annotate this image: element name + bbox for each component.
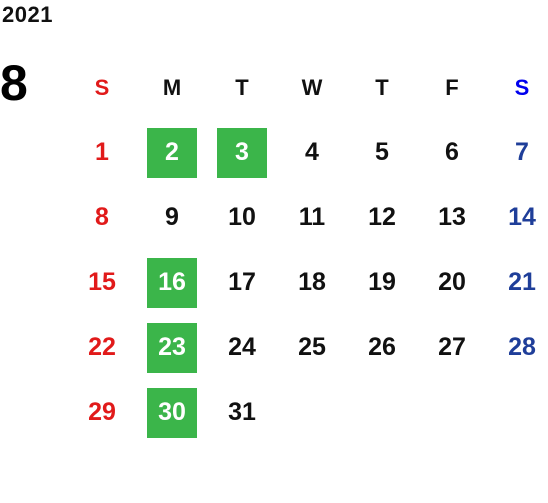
day-cell[interactable]: 29: [67, 380, 137, 445]
day-cell[interactable]: 14: [487, 185, 548, 250]
month-number: 8: [0, 55, 28, 111]
week-row: 22 23 24 25 26 27 28: [67, 315, 548, 380]
day-number: 22: [88, 333, 116, 361]
day-cell-highlighted[interactable]: 23: [137, 315, 207, 380]
day-cell[interactable]: 5: [347, 120, 417, 185]
week-row: 29 30 31: [67, 380, 548, 445]
day-number: 13: [438, 203, 466, 231]
day-number: 26: [368, 333, 396, 361]
day-cell[interactable]: 19: [347, 250, 417, 315]
day-cell[interactable]: 13: [417, 185, 487, 250]
day-cell[interactable]: 11: [277, 185, 347, 250]
day-cell-highlighted[interactable]: 3: [207, 120, 277, 185]
week-row: 15 16 17 18 19 20 21: [67, 250, 548, 315]
day-cell[interactable]: 17: [207, 250, 277, 315]
week-row: 8 9 10 11 12 13 14: [67, 185, 548, 250]
day-number: 18: [298, 268, 326, 296]
day-cell[interactable]: 25: [277, 315, 347, 380]
weekday-header-monday: M: [162, 74, 182, 100]
day-number: 1: [95, 138, 109, 166]
day-cell[interactable]: 27: [417, 315, 487, 380]
day-cell[interactable]: 31: [207, 380, 277, 445]
day-cell[interactable]: 7: [487, 120, 548, 185]
day-number: 12: [368, 203, 396, 231]
day-cell[interactable]: 15: [67, 250, 137, 315]
day-number: 25: [298, 333, 326, 361]
day-number: 10: [228, 203, 256, 231]
day-number: 20: [438, 268, 466, 296]
day-number: 31: [228, 398, 256, 426]
weekday-header-friday: F: [445, 74, 459, 100]
day-number: 15: [88, 268, 116, 296]
day-number: 19: [368, 268, 396, 296]
day-number: 7: [515, 138, 529, 166]
day-cell[interactable]: 1: [67, 120, 137, 185]
day-cell[interactable]: 21: [487, 250, 548, 315]
weekday-header-sunday: S: [94, 74, 110, 100]
day-cell[interactable]: 28: [487, 315, 548, 380]
day-number: 16: [147, 257, 197, 308]
day-cell[interactable]: 26: [347, 315, 417, 380]
day-cell-highlighted[interactable]: 2: [137, 120, 207, 185]
day-cell-highlighted[interactable]: 30: [137, 380, 207, 445]
day-number: [287, 388, 337, 438]
day-number: 30: [147, 387, 197, 438]
day-cell-highlighted[interactable]: 16: [137, 250, 207, 315]
day-number: 9: [165, 203, 179, 231]
day-number: 29: [88, 398, 116, 426]
day-number: 3: [217, 127, 267, 178]
day-number: [427, 388, 477, 438]
day-cell[interactable]: 18: [277, 250, 347, 315]
day-cell[interactable]: 22: [67, 315, 137, 380]
day-number: 11: [298, 203, 326, 231]
day-cell[interactable]: 12: [347, 185, 417, 250]
year-label: 2021: [2, 2, 53, 27]
day-cell-empty: [487, 380, 548, 445]
weekday-header-thursday: T: [375, 74, 389, 100]
day-cell[interactable]: 9: [137, 185, 207, 250]
day-cell-empty: [277, 380, 347, 445]
weekday-header-tuesday: T: [235, 74, 249, 100]
day-cell[interactable]: 4: [277, 120, 347, 185]
day-cell[interactable]: 24: [207, 315, 277, 380]
weekday-header-row: S M T W T F S: [67, 55, 548, 120]
day-number: 2: [147, 127, 197, 178]
day-cell-empty: [347, 380, 417, 445]
day-number: [497, 388, 547, 438]
day-number: 14: [508, 203, 536, 231]
day-number: 21: [508, 268, 536, 296]
day-number: [357, 388, 407, 438]
day-number: 24: [228, 333, 256, 361]
day-number: 5: [375, 138, 389, 166]
weekday-header-wednesday: W: [301, 74, 323, 100]
weekday-header-saturday: S: [514, 74, 530, 100]
day-number: 4: [305, 138, 319, 166]
day-cell[interactable]: 8: [67, 185, 137, 250]
day-cell-empty: [417, 380, 487, 445]
day-number: 8: [95, 203, 109, 231]
day-cell[interactable]: 6: [417, 120, 487, 185]
day-number: 27: [438, 333, 466, 361]
day-number: 6: [445, 138, 459, 166]
day-cell[interactable]: 10: [207, 185, 277, 250]
day-number: 28: [508, 333, 536, 361]
day-number: 23: [147, 322, 197, 373]
day-number: 17: [228, 268, 256, 296]
day-cell[interactable]: 20: [417, 250, 487, 315]
